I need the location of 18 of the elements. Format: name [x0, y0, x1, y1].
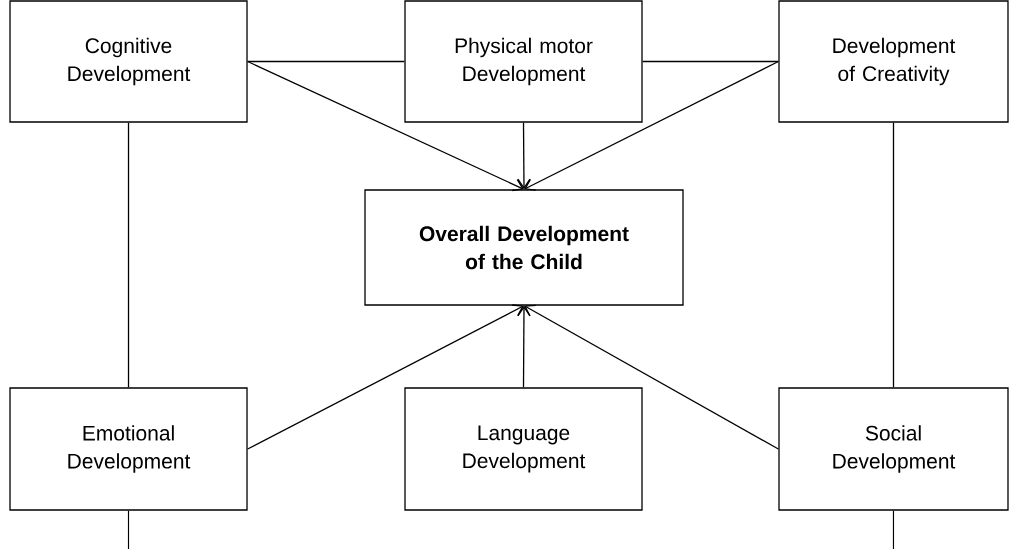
connector-line — [247, 60, 405, 63]
arrow — [517, 122, 531, 190]
development-box: Language Development — [404, 387, 643, 511]
connector-line — [127, 510, 130, 549]
connector-line — [642, 60, 779, 63]
arrow — [524, 60, 779, 191]
development-box: Physical motor Development — [404, 0, 643, 123]
development-box: Emotional Development — [9, 387, 248, 511]
development-box: Development of Creativity — [778, 0, 1009, 123]
connector-line — [892, 510, 895, 549]
arrow — [247, 304, 524, 450]
development-box: Cognitive Development — [9, 0, 248, 123]
result-box: Overall Development of the Child — [364, 189, 684, 306]
arrow — [247, 60, 524, 192]
connector-line — [892, 122, 895, 388]
development-box: Social Development — [778, 387, 1009, 511]
connector-line — [127, 122, 130, 388]
arrow — [524, 304, 779, 450]
